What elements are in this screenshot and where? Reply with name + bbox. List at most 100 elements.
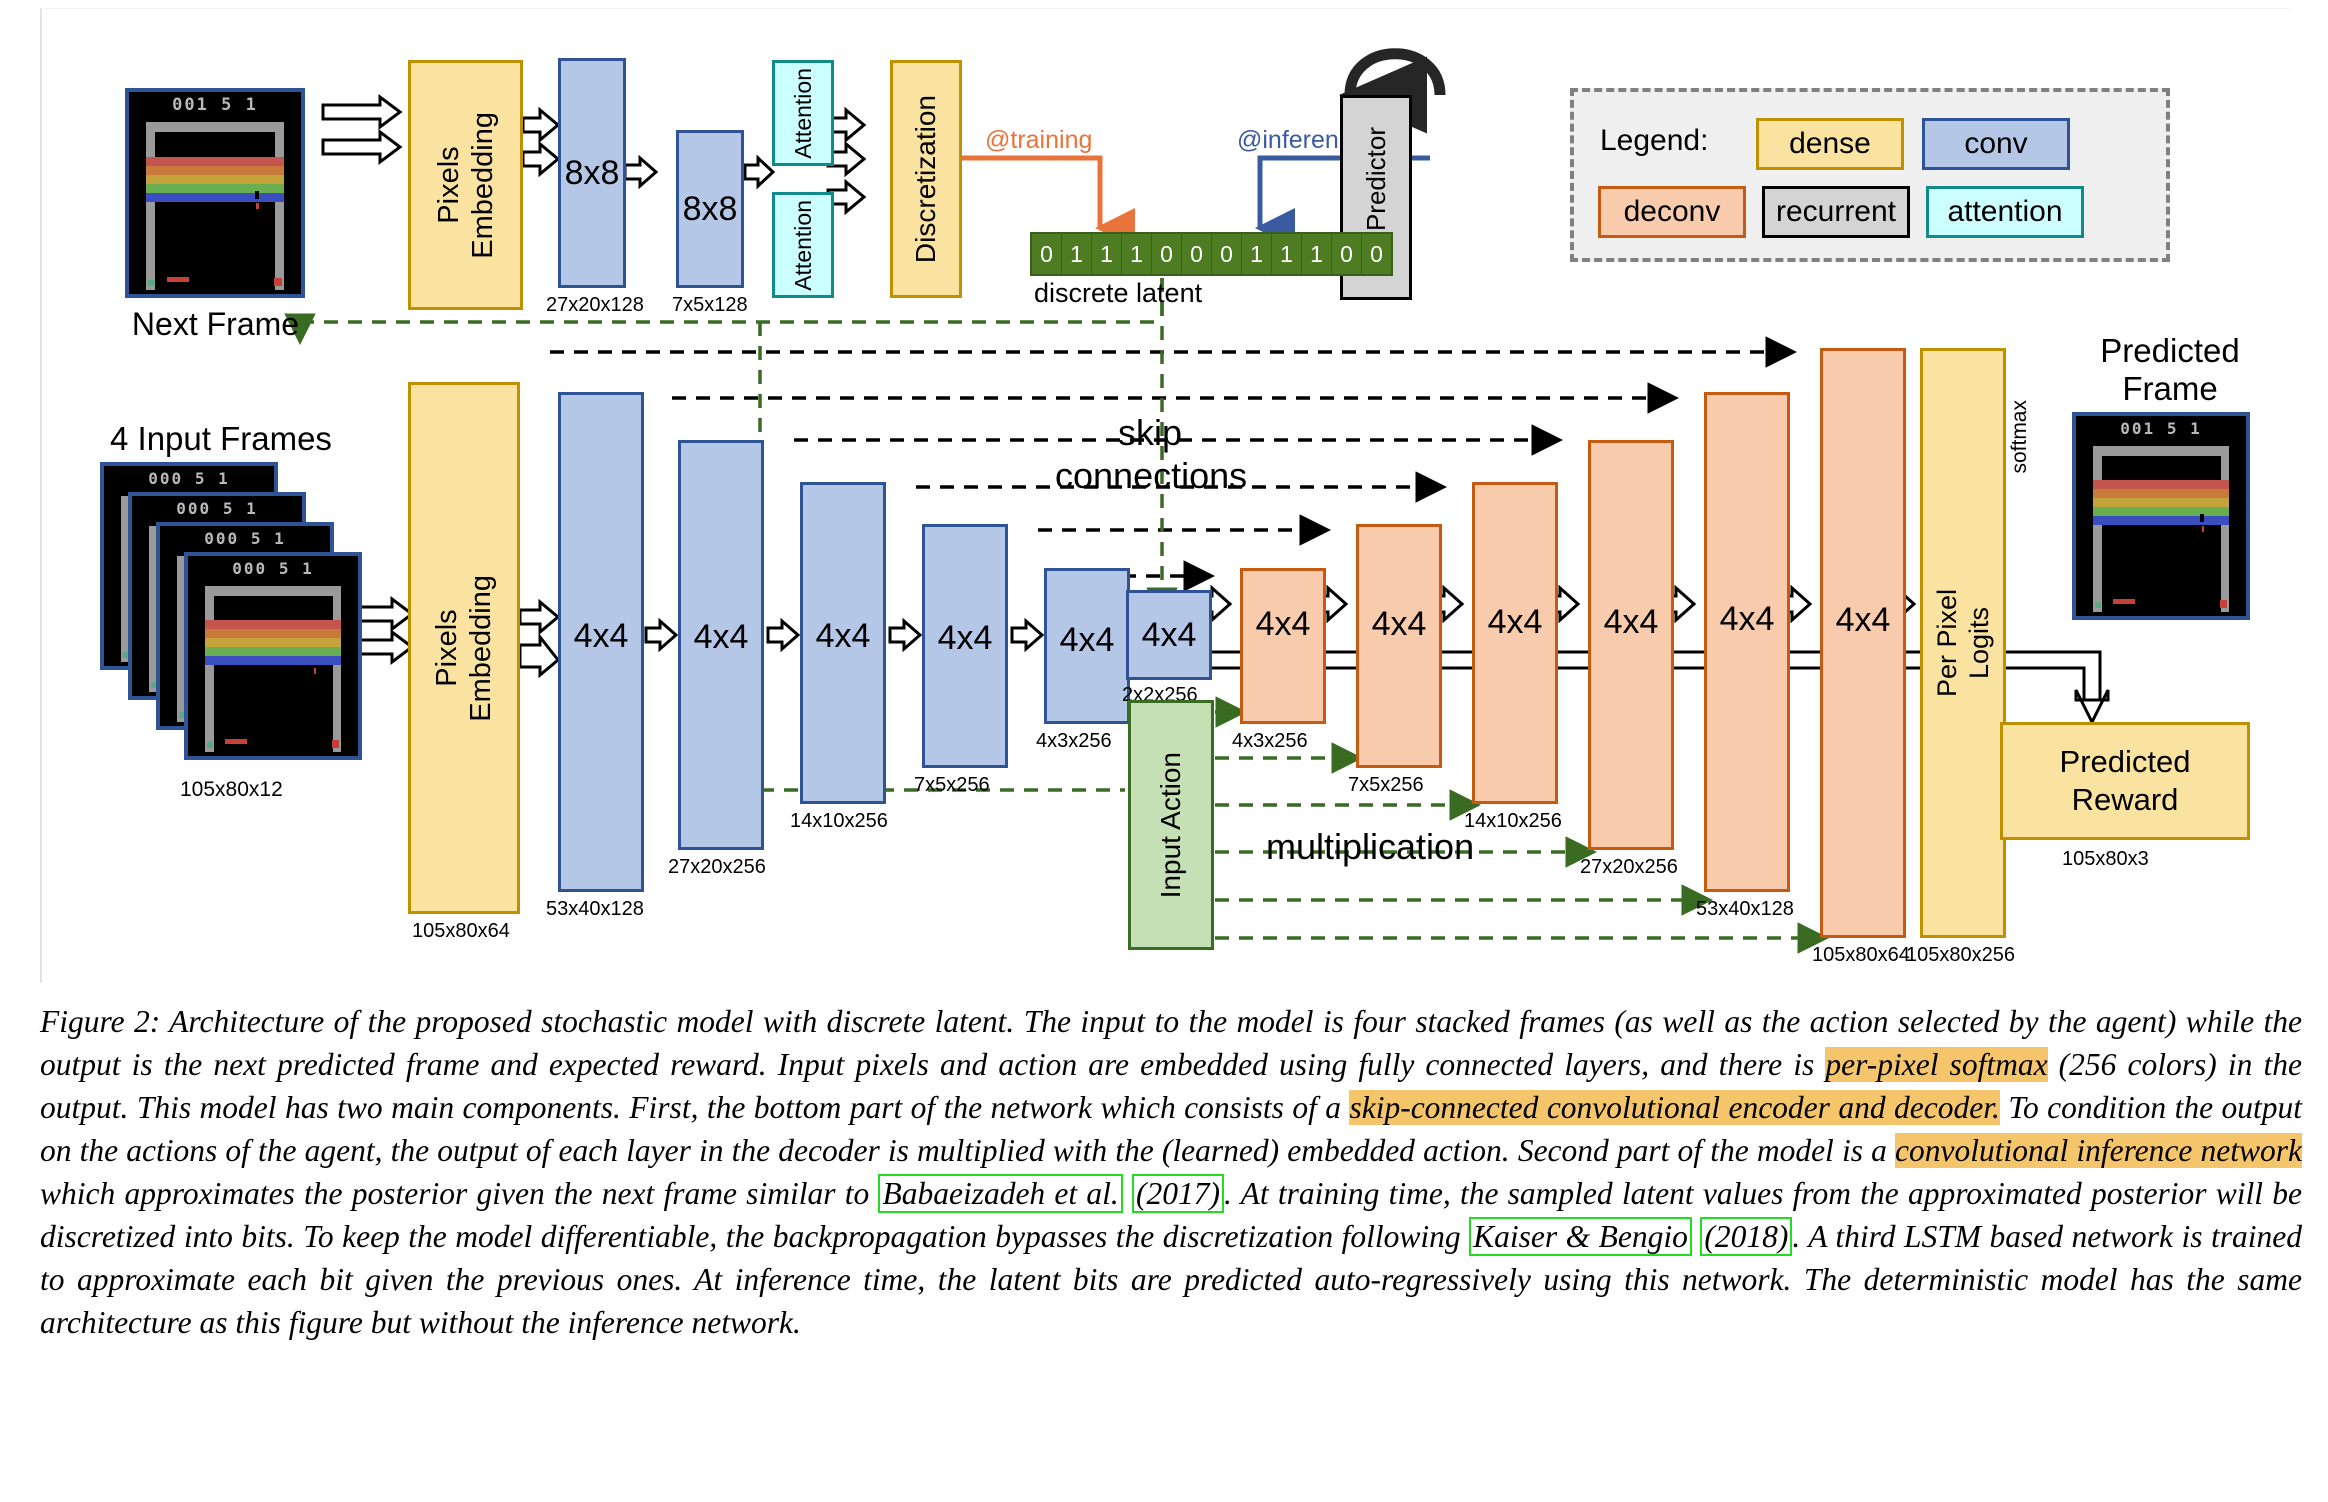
input-frame-4-score: 000 5 1 <box>232 559 314 578</box>
latent-bit-5: 0 <box>1182 234 1212 274</box>
caption-segment-4: To condition the output on the actions o… <box>40 1090 2302 1168</box>
encoder-conv-2-kernel: 4x4 <box>693 618 749 656</box>
predicted-frame-image: 001 5 1 <box>2072 412 2250 620</box>
legend-item-deconv-label: deconv <box>1623 195 1721 228</box>
caption-segment-10: . At training time, the sampled latent v… <box>40 1176 2302 1254</box>
conv-8x8-b-dim: 7x5x128 <box>672 294 748 316</box>
conv-8x8-a-kernel: 8x8 <box>564 153 620 192</box>
caption-segment-3: skip-connected convolutional encoder and… <box>1349 1090 2000 1125</box>
caption-segment-14: . A third LSTM based network is trained … <box>40 1219 2302 1340</box>
multiplication-label: multiplication <box>1266 826 1475 867</box>
latent-bit-3: 1 <box>1122 234 1152 274</box>
discrete-latent-label: discrete latent <box>1034 278 1203 308</box>
decoder-deconv-5-kernel: 4x4 <box>1719 600 1775 638</box>
caption-segment-8 <box>1123 1176 1132 1211</box>
decoder-deconv-2-dim: 7x5x256 <box>1348 774 1424 796</box>
training-tag: @training <box>985 126 1093 154</box>
input-frames-dim: 105x80x12 <box>180 778 283 801</box>
encoder-conv-4-dim: 7x5x256 <box>914 774 990 796</box>
conv-8x8-b: 8x8 <box>676 130 744 288</box>
legend-item-conv-label: conv <box>1964 127 2028 160</box>
decoder-deconv-6-kernel: 4x4 <box>1835 601 1891 639</box>
legend-item-dense-label: dense <box>1789 127 1871 160</box>
input-action-block: Input Action <box>1128 700 1214 950</box>
input-frame-4: 000 5 1 <box>184 552 362 760</box>
attention-block-1-label: Attention <box>789 67 816 159</box>
attention-block-2-label: Attention <box>789 199 816 291</box>
conv-8x8-a-dim: 27x20x128 <box>546 294 644 316</box>
legend-item-dense: dense <box>1756 118 1904 170</box>
softmax-label: softmax <box>2008 400 2031 474</box>
latent-bit-7: 1 <box>1242 234 1272 274</box>
legend-item-recurrent-label: recurrent <box>1775 195 1897 228</box>
caption-segment-13[interactable]: (2018) <box>1700 1217 1793 1256</box>
attention-block-2: Attention <box>772 192 834 298</box>
encoder-conv-2-dim: 27x20x256 <box>668 856 766 878</box>
decoder-deconv-2: 4x4 <box>1356 524 1442 768</box>
encoder-conv-5-kernel: 4x4 <box>1059 621 1115 659</box>
latent-bit-8: 1 <box>1272 234 1302 274</box>
encoder-conv-5: 4x4 <box>1044 568 1130 724</box>
decoder-deconv-6-dim: 105x80x64 <box>1812 944 1910 966</box>
encoder-conv-4: 4x4 <box>922 524 1008 768</box>
input-frame-1-score: 000 5 1 <box>148 469 230 488</box>
caption-segment-6: which approximates the posterior given t… <box>40 1176 879 1211</box>
decoder-deconv-3-dim: 14x10x256 <box>1464 810 1562 832</box>
latent-bit-9: 1 <box>1302 234 1332 274</box>
latent-bit-6: 0 <box>1212 234 1242 274</box>
latent-bit-11: 0 <box>1362 234 1391 274</box>
discretization-label: Discretization <box>910 94 941 264</box>
decoder-deconv-1-dim: 4x3x256 <box>1232 730 1308 752</box>
encoder-conv-3-kernel: 4x4 <box>815 617 871 655</box>
encoder-conv-2: 4x4 <box>678 440 764 850</box>
decoder-deconv-3-kernel: 4x4 <box>1487 603 1543 641</box>
encoder-conv-1-kernel: 4x4 <box>573 617 629 655</box>
encoder-conv-5-dim: 4x3x256 <box>1036 730 1112 752</box>
encoder-conv-1-dim: 53x40x128 <box>546 898 644 920</box>
decoder-deconv-6: 4x4 <box>1820 348 1906 938</box>
input-frame-3-score: 000 5 1 <box>204 529 286 548</box>
legend-item-attention-label: attention <box>1947 195 2063 228</box>
per-pixel-logits-dim: 105x80x256 <box>1906 944 2015 966</box>
attention-block-1: Attention <box>772 60 834 166</box>
caption-segment-11[interactable]: Kaiser & Bengio <box>1469 1217 1692 1256</box>
figure-caption: Figure 2: Architecture of the proposed s… <box>40 1000 2302 1344</box>
legend-item-recurrent: recurrent <box>1762 186 1910 238</box>
discretization-block: Discretization <box>890 60 962 298</box>
decoder-deconv-2-kernel: 4x4 <box>1371 605 1427 643</box>
decoder-deconv-1-kernel: 4x4 <box>1255 605 1311 643</box>
decoder-deconv-5: 4x4 <box>1704 392 1790 892</box>
conv-8x8-a: 8x8 <box>558 58 626 288</box>
decoder-deconv-4-kernel: 4x4 <box>1603 603 1659 641</box>
skip-connections-line2: connections <box>1055 455 1248 496</box>
predicted-frame-score: 001 5 1 <box>2120 419 2202 438</box>
legend-item-deconv: deconv <box>1598 186 1746 238</box>
next-frame-score: 001 5 1 <box>172 95 258 115</box>
caption-segment-9[interactable]: (2017) <box>1132 1174 1225 1213</box>
decoder-deconv-4-dim: 27x20x256 <box>1580 856 1678 878</box>
legend-title: Legend: <box>1600 124 1709 157</box>
legend-box: Legend: dense conv deconv recurrent atte… <box>1570 88 2170 262</box>
next-frame-label: Next Frame <box>131 306 300 342</box>
caption-segment-0: Figure 2: Architecture of the proposed s… <box>40 1004 2302 1082</box>
encoder-conv-6: 4x4 <box>1126 590 1212 680</box>
latent-bit-0: 0 <box>1032 234 1062 274</box>
input-action-label: Input Action <box>1155 751 1186 899</box>
latent-bit-10: 0 <box>1332 234 1362 274</box>
input-frame-2-score: 000 5 1 <box>176 499 258 518</box>
encoder-conv-4-kernel: 4x4 <box>937 619 993 657</box>
encoder-conv-3-dim: 14x10x256 <box>790 810 888 832</box>
pixels-embedding-encoder-dim: 105x80x64 <box>412 920 510 942</box>
caption-segment-7[interactable]: Babaeizadeh et al. <box>878 1174 1123 1213</box>
